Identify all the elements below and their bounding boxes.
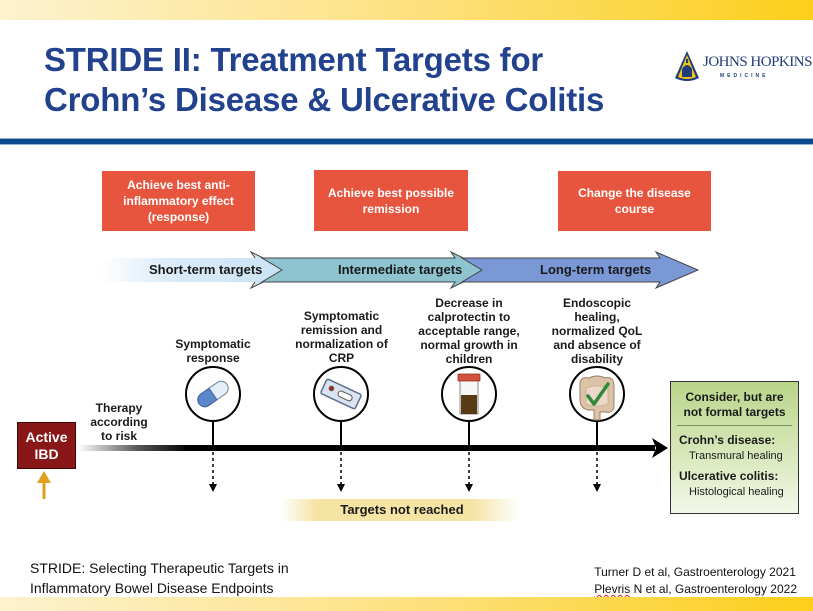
goal-text: Achieve best anti-inflammatory effect (r… [123,178,234,224]
consider-disease-crohns: Crohn’s disease: [679,433,776,447]
goal-box-disease-course: Change the disease course [558,171,711,231]
phase-arrow-intermediate [260,250,490,290]
stride-definition: STRIDE: Selecting Therapeutic Targets in… [30,558,289,598]
phase-arrow-short-term [100,252,288,288]
phase-label-intermediate: Intermediate targets [338,262,463,277]
reference-plevris-rest: N et al, Gastroenterology 2022 [630,582,797,596]
crp-test-cassette-icon [320,378,362,410]
healthy-colon-check-icon [579,375,615,421]
goal-box-response: Achieve best anti-inflammatory effect (r… [102,171,255,231]
targets-not-reached-highlight [280,499,520,521]
top-decorative-bar [0,0,813,20]
goal-text: Achieve best possible remission [327,185,455,216]
milestone-connectors [209,421,601,492]
goal-box-remission: Achieve best possible remission [314,170,468,231]
phase-label-long-term: Long-term targets [540,262,652,277]
therapy-according-to-risk-label: Therapy according to risk [90,401,148,443]
milestone-calprotectin: Decrease in calprotectin to acceptable r… [418,296,520,366]
reference-plevris: Plevris N et al, Gastroenterology 2022 [594,581,797,598]
logo-subtitle: MEDICINE [720,73,769,79]
timeline-line [185,445,655,451]
title-divider [0,138,813,145]
timeline-arrowhead [652,438,668,458]
therapy-line-fade [78,445,188,451]
bottom-decorative-bar [0,597,813,611]
consider-target-histological: Histological healing [689,486,784,498]
pill-capsule-icon [197,380,229,408]
stride-definition-line-2: Inflammatory Bowel Disease Endpoints [30,580,274,596]
references: Turner D et al, Gastroenterology 2021 Pl… [594,564,797,598]
stride-definition-line-1: STRIDE: Selecting Therapeutic Targets in [30,560,289,576]
slide-title-line-1: STRIDE II: Treatment Targets for [44,41,544,78]
slide-title-line-2: Crohn’s Disease & Ulcerative Colitis [44,81,605,118]
johns-hopkins-logo: JOHNS HOPKINS MEDICINE [674,50,812,84]
targets-not-reached-label: Targets not reached [340,502,464,517]
active-ibd-label: Active IBD [25,428,68,462]
slide-title: STRIDE II: Treatment Targets for Crohn’s… [44,40,684,120]
reference-plevris-author: Plevris [594,582,631,596]
consider-target-transmural: Transmural healing [689,450,783,462]
consider-heading: Consider, but are not formal targets [677,390,792,426]
phase-label-short-term: Short-term targets [149,262,263,277]
phase-arrow-long-term [460,250,700,290]
milestone-endoscopic-healing: Endoscopic healing, normalized QoL and a… [551,296,643,366]
goal-text: Change the disease course [578,186,691,216]
consider-not-formal-targets-box: Consider, but are not formal targets Cro… [670,381,799,514]
active-ibd-box: Active IBD [17,422,76,469]
reference-turner: Turner D et al, Gastroenterology 2021 [594,565,796,579]
milestone-symptomatic-response: Symptomatic response [175,337,251,365]
milestone-symptomatic-remission-crp: Symptomatic remission and normalization … [295,309,388,365]
loop-arrowhead [37,471,51,483]
logo-wordmark: JOHNS HOPKINS [703,54,812,70]
consider-disease-uc: Ulcerative colitis: [679,469,779,483]
stool-sample-jar-icon [457,373,481,415]
hopkins-shield-icon [675,51,699,81]
